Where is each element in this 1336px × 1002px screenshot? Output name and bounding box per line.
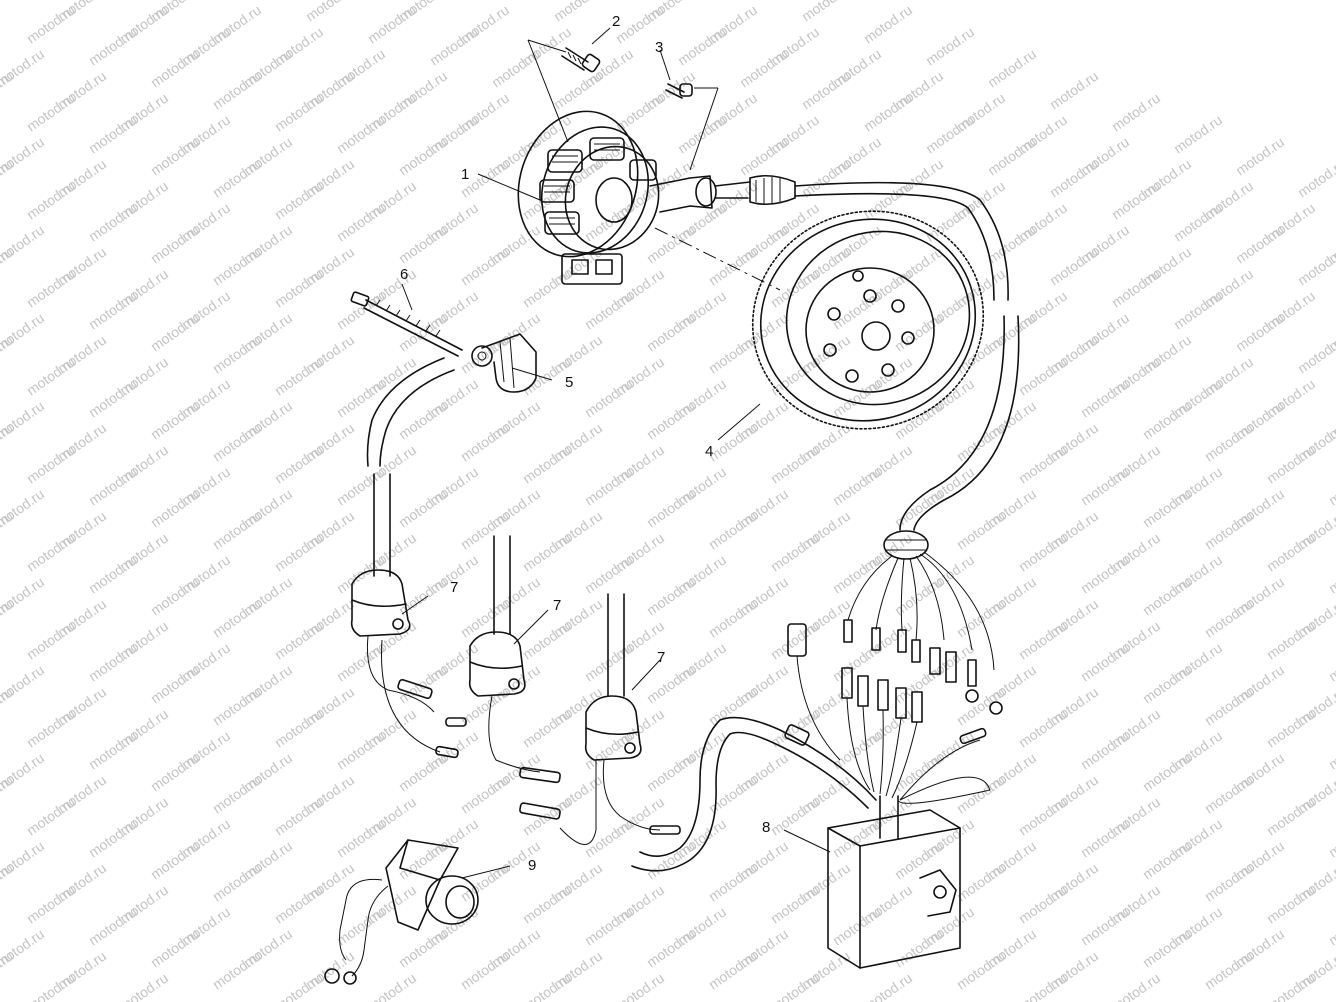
callout-4: 4	[705, 443, 713, 460]
callout-7-middle: 7	[553, 597, 561, 614]
screw-part-2	[561, 47, 601, 73]
cdi-module	[827, 795, 961, 969]
callout-5: 5	[565, 374, 573, 391]
callout-1: 1	[461, 166, 469, 183]
ignition-coil-3	[519, 593, 681, 845]
stator-assembly	[517, 110, 796, 285]
callout-8: 8	[762, 819, 770, 836]
spark-plug-cap	[471, 333, 537, 393]
callout-2: 2	[612, 13, 620, 30]
high-tension-lead	[366, 357, 455, 577]
relay-solenoid	[324, 839, 479, 985]
flywheel	[751, 210, 985, 430]
callout-9: 9	[528, 857, 536, 874]
cable-tie	[350, 291, 463, 357]
ignition-coil-1	[350, 569, 459, 759]
main-wiring-harness	[631, 181, 1020, 872]
callout-7-right: 7	[657, 649, 665, 666]
callout-labels: 2 3 1 6 5 4 7 7 7 8 9	[400, 13, 770, 874]
ignition-coil-2	[445, 535, 561, 784]
leader-lines	[401, 27, 831, 879]
screw-part-3	[665, 83, 693, 99]
callout-7-left: 7	[450, 579, 458, 596]
callout-3: 3	[655, 39, 663, 56]
callout-6: 6	[400, 266, 408, 283]
